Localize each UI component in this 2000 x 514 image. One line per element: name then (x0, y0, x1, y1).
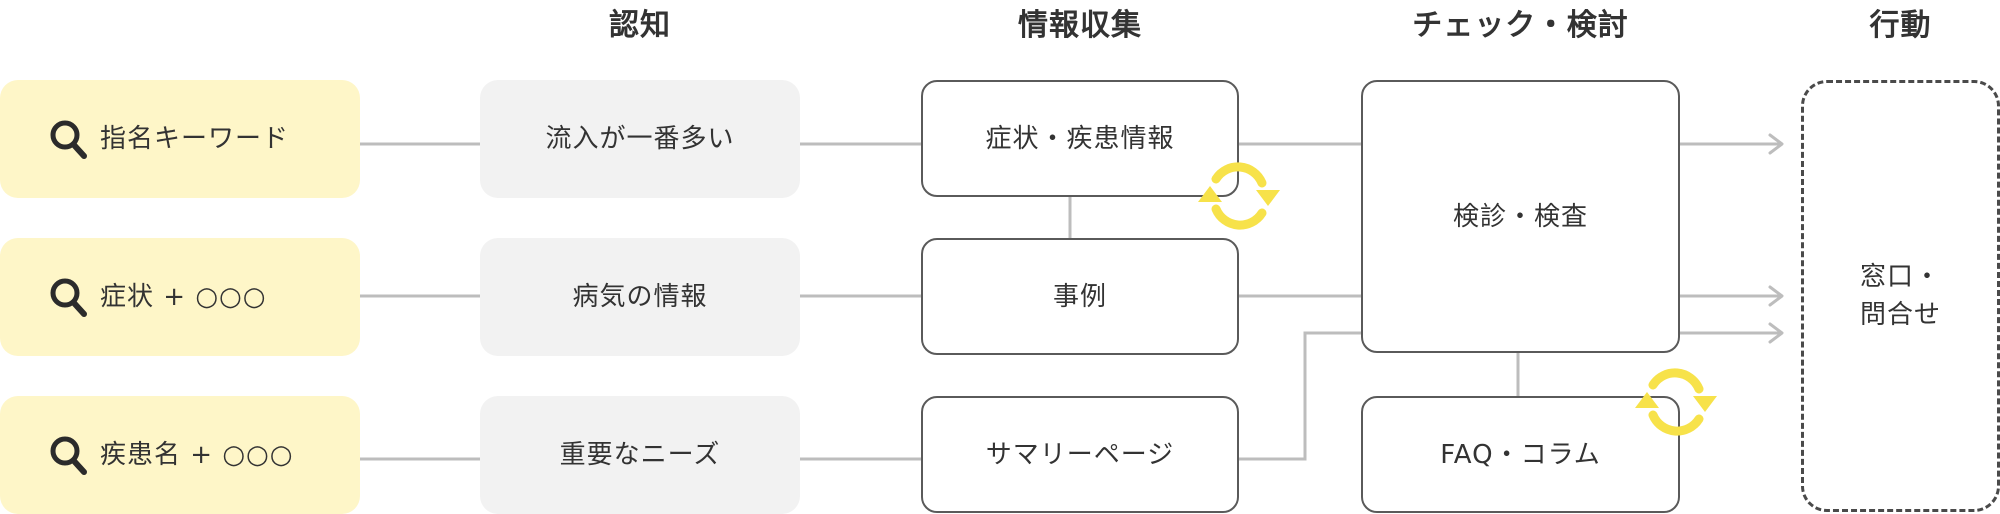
info-node-symptom-disease: 症状・疾患情報 (921, 80, 1239, 197)
search-keyword-node: 疾患名 + ○○○ (0, 396, 360, 514)
action-node-contact: 窓口・ 問合せ (1801, 80, 2000, 512)
search-icon (50, 436, 87, 475)
connector-summary-to-check (1239, 331, 1361, 461)
search-icon (50, 120, 87, 159)
search-icon (50, 278, 87, 317)
search-keyword-label: 症状 + ○○○ (100, 282, 267, 312)
header-awareness: 認知 (609, 8, 671, 43)
header-action: 行動 (1869, 8, 1932, 43)
action-label-line1: 窓口・ (1859, 262, 1941, 292)
action-label-line2: 問合せ (1859, 300, 1941, 330)
cycle-icon (1635, 368, 1717, 436)
search-keyword-node: 症状 + ○○○ (0, 238, 360, 356)
awareness-node: 重要なニーズ (480, 396, 800, 514)
search-keyword-node: 指名キーワード (0, 80, 360, 198)
check-node-screening: 検診・検査 (1361, 80, 1680, 353)
search-keyword-label: 指名キーワード (100, 124, 290, 154)
info-node-summary-page: サマリーページ (921, 396, 1239, 513)
awareness-node: 病気の情報 (480, 238, 800, 356)
cycle-icon (1198, 162, 1280, 230)
header-info-gathering: 情報収集 (1018, 8, 1142, 43)
info-node-case-study: 事例 (921, 238, 1239, 355)
search-keyword-label: 疾患名 + ○○○ (100, 440, 294, 470)
check-node-faq-column: FAQ・コラム (1361, 396, 1680, 513)
header-check-review: チェック・検討 (1412, 8, 1629, 43)
awareness-node: 流入が一番多い (480, 80, 800, 198)
